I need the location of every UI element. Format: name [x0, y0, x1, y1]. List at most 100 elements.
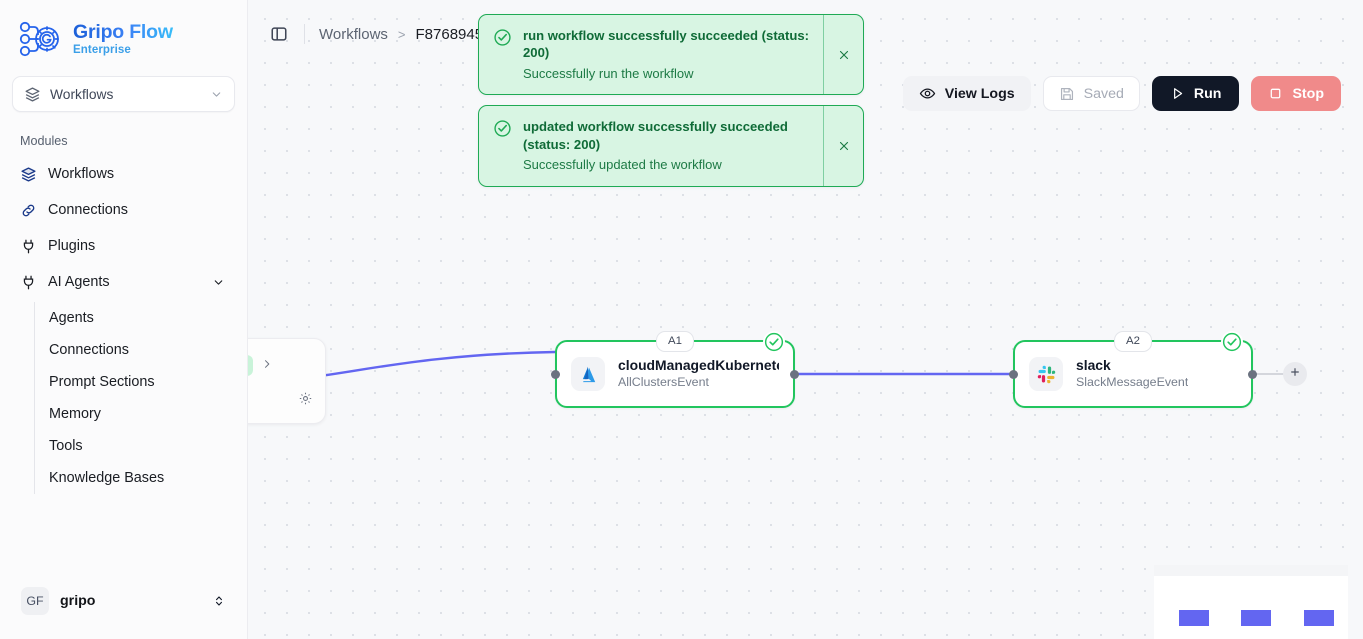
node-tag: A1 — [656, 331, 694, 353]
sidebar-item-label: Connections — [48, 202, 128, 218]
view-logs-button[interactable]: View Logs — [902, 76, 1031, 111]
saved-button[interactable]: Saved — [1042, 76, 1140, 111]
sidebar-item-ai-agents[interactable]: AI Agents — [12, 264, 235, 300]
run-label: Run — [1193, 85, 1222, 102]
chevron-up-down-icon[interactable] — [212, 594, 226, 608]
saved-label: Saved — [1083, 85, 1124, 102]
sidebar-item-label: Workflows — [48, 166, 115, 182]
close-icon[interactable] — [823, 106, 863, 186]
sidebar-subitem-label: Prompt Sections — [49, 374, 155, 390]
add-node-button[interactable] — [1283, 362, 1307, 386]
link-icon — [20, 202, 37, 219]
node-output-handle[interactable] — [1248, 369, 1257, 379]
toast-run-workflow: run workflow successfully succeeded (sta… — [478, 14, 864, 96]
slack-icon — [1029, 357, 1063, 391]
workflow-node-a1[interactable]: A1 cloudManagedKubernetes AllClustersEve… — [551, 331, 799, 408]
run-button[interactable]: Run — [1151, 76, 1240, 111]
user-name: gripo — [60, 593, 96, 609]
chevron-down-icon — [210, 88, 223, 101]
check-circle-icon — [1221, 331, 1243, 353]
check-circle-icon — [493, 28, 512, 82]
sidebar-subitem-label: Knowledge Bases — [49, 470, 165, 486]
sidebar-subitem-label: Tools — [49, 438, 83, 454]
sidebar-item-connections[interactable]: Connections — [12, 192, 235, 228]
stop-square-icon — [1268, 86, 1283, 101]
stop-label: Stop — [1292, 85, 1324, 102]
layers-icon — [24, 86, 41, 103]
avatar: GF — [21, 587, 49, 615]
sidebar-subitem-connections[interactable]: Connections — [35, 334, 235, 366]
canvas-topbar: Workflows > F8768945-1 — [248, 0, 1363, 68]
modules-section-title: Modules — [20, 134, 68, 148]
chevron-right-icon[interactable] — [261, 358, 273, 373]
toast-updated-workflow: updated workflow successfully succeeded … — [478, 105, 864, 187]
node-output-handle[interactable] — [790, 369, 799, 379]
user-account-switcher[interactable]: GF gripo — [12, 579, 235, 623]
brand: Gripo Flow Enterprise — [0, 0, 247, 62]
workspace-selector[interactable]: Workflows — [12, 76, 235, 112]
node-title: slack — [1076, 357, 1111, 374]
play-icon — [1170, 86, 1185, 101]
sidebar-subitem-prompt-sections[interactable]: Prompt Sections — [35, 366, 235, 398]
sidebar-subitem-label: Agents — [49, 310, 94, 326]
sidebar-subitem-knowledge-bases[interactable]: Knowledge Bases — [35, 462, 235, 494]
topbar-divider — [304, 24, 305, 44]
minimap-node — [1304, 610, 1334, 626]
plus-icon — [1289, 366, 1301, 382]
eye-icon — [919, 85, 936, 102]
gear-icon[interactable] — [298, 391, 313, 411]
layers-icon — [20, 166, 37, 183]
plug-icon — [20, 238, 37, 255]
node-input-handle[interactable] — [551, 369, 560, 379]
close-icon[interactable] — [823, 15, 863, 95]
sidebar-item-plugins[interactable]: Plugins — [12, 228, 235, 264]
sidebar-subnav-ai-agents: Agents Connections Prompt Sections Memor… — [34, 302, 235, 494]
sidebar-panel-icon[interactable] — [264, 19, 294, 49]
minimap-node — [1179, 610, 1209, 626]
azure-icon — [571, 357, 605, 391]
sidebar-nav: Workflows Connections — [0, 148, 247, 494]
check-circle-icon — [493, 119, 512, 173]
plug-icon — [20, 274, 37, 291]
breadcrumb-current: F8768945-1 — [415, 25, 497, 43]
minimap-node — [1241, 610, 1271, 626]
toast-container: run workflow successfully succeeded (sta… — [478, 14, 864, 197]
node-input-handle[interactable] — [1009, 369, 1018, 379]
sidebar-subitem-label: Memory — [49, 406, 101, 422]
check-circle-icon — [763, 331, 785, 353]
sidebar: Gripo Flow Enterprise Workflows Modules — [0, 0, 248, 639]
sidebar-item-workflows[interactable]: Workflows — [12, 156, 235, 192]
toast-description: Successfully run the workflow — [523, 65, 694, 81]
node-tag: A2 — [1114, 331, 1152, 353]
sidebar-item-label: AI Agents — [48, 274, 110, 290]
sidebar-subitem-tools[interactable]: Tools — [35, 430, 235, 462]
sidebar-subitem-memory[interactable]: Memory — [35, 398, 235, 430]
stop-button[interactable]: Stop — [1251, 76, 1341, 111]
workspace-selector-label: Workflows — [50, 86, 114, 102]
canvas-actions: View Logs Saved Run — [902, 76, 1341, 111]
workflow-canvas[interactable]: Workflows > F8768945-1 View Logs — [248, 0, 1363, 639]
toast-title: run workflow successfully succeeded (sta… — [523, 28, 809, 61]
save-disk-icon — [1059, 86, 1075, 102]
sidebar-subitem-agents[interactable]: Agents — [35, 302, 235, 334]
breadcrumb: Workflows > F8768945-1 — [319, 26, 496, 43]
node-subtitle: AllClustersEvent — [618, 375, 709, 390]
status-badge: completed — [248, 355, 253, 377]
chevron-right-icon: > — [397, 26, 406, 42]
view-logs-label: View Logs — [944, 85, 1015, 102]
breadcrumb-root[interactable]: Workflows — [319, 25, 388, 43]
workflow-node-a2[interactable]: A2 slack SlackMessageEvent — [1009, 331, 1257, 408]
brand-name: Gripo Flow — [73, 21, 173, 44]
brand-tier: Enterprise — [73, 43, 131, 56]
node-subtitle: SlackMessageEvent — [1076, 375, 1189, 390]
chevron-down-icon[interactable] — [210, 274, 227, 291]
sidebar-item-label: Plugins — [48, 238, 96, 254]
node-title: cloudManagedKubernetes — [618, 357, 779, 374]
gripo-flow-logo-icon — [18, 17, 64, 61]
toast-description: Successfully updated the workflow — [523, 157, 722, 173]
toast-title: updated workflow successfully succeeded … — [523, 119, 788, 152]
minimap-header-strip — [1154, 565, 1348, 576]
canvas-minimap[interactable] — [1154, 565, 1348, 639]
upstream-node-panel[interactable]: completed — [248, 338, 326, 424]
